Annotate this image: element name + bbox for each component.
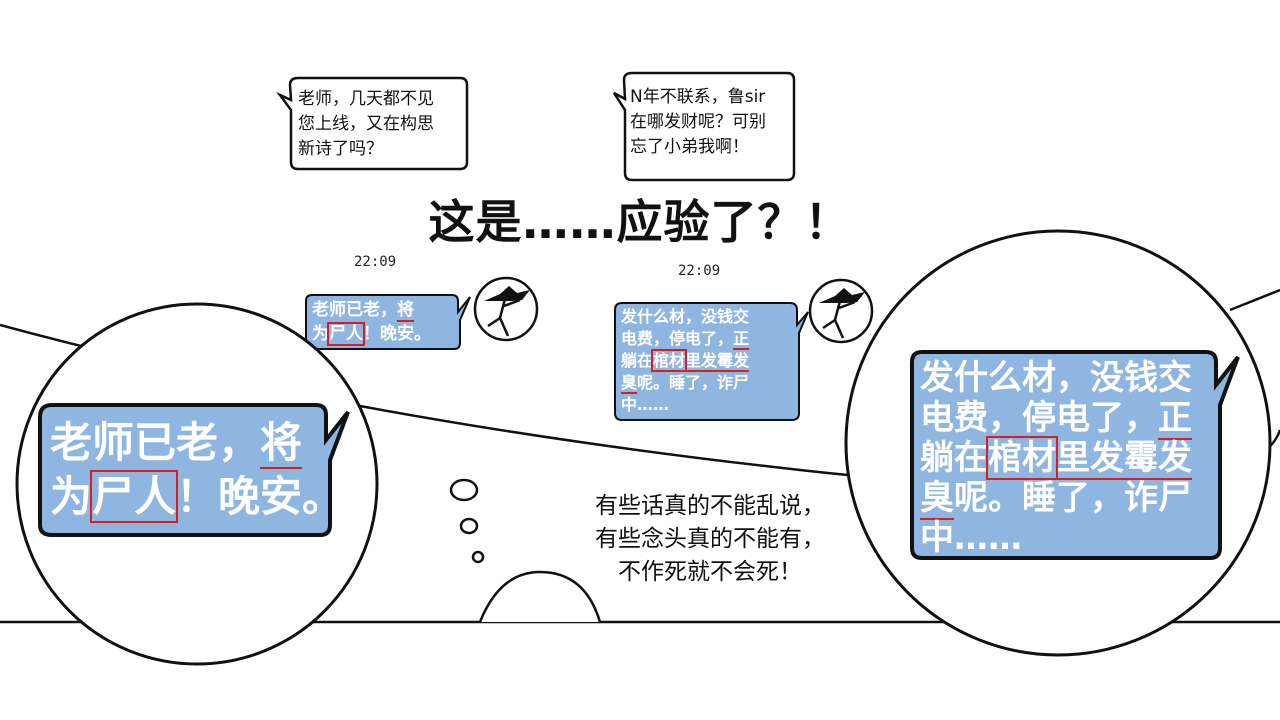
chat-text-right-large: 发什么材，没钱交电费，停电了，正躺在棺材里发霉发臭呢。睡了，诈尸中…… <box>920 358 1192 558</box>
text-segment: 呢。睡了，诈尸 <box>954 478 1192 518</box>
speech-text-right: N年不联系，鲁sir 在哪发财呢？可别 忘了小弟我啊！ <box>630 87 766 157</box>
floor-line-right <box>1229 288 1280 312</box>
chat-line: 老师已老，将 <box>50 416 344 470</box>
highlighted-segment: 将 <box>397 300 414 322</box>
chat-line: 发什么材，没钱交 <box>920 358 1192 398</box>
text-segment: 中…… <box>621 395 670 414</box>
timestamp-right: 22:09 <box>678 263 721 279</box>
speech-text-left: 老师，几天都不见 您上线，又在构思 新诗了吗？ <box>298 89 434 159</box>
chat-text-right-small: 发什么材，没钱交电费，停电了，正躺在棺材里发霉发臭呢。睡了，诈尸中…… <box>621 306 750 416</box>
chat-line: 电费，停电了，正 <box>621 328 750 350</box>
chat-line: 中…… <box>920 518 1192 558</box>
highlighted-segment: 正 <box>733 329 750 350</box>
chat-line: 臭呢。睡了，诈尸 <box>621 372 749 394</box>
moral-line-1: 有些话真的不能乱说， <box>595 493 825 519</box>
chat-bubble-left-small-shape <box>305 294 471 350</box>
chat-line: 中…… <box>621 394 749 416</box>
text-segment: 呢。睡了，诈尸 <box>637 373 750 392</box>
speech-bubble-left-shape <box>276 76 469 171</box>
text-segment: 为 <box>50 472 93 521</box>
highlighted-segment: 正 <box>1158 398 1192 440</box>
avatar-left-icon <box>473 276 539 342</box>
timestamp-left: 22:09 <box>354 254 397 270</box>
text-segment: 老师已老， <box>312 300 397 320</box>
text-segment: 电费，停电了， <box>920 398 1158 438</box>
text-segment: 为 <box>312 324 329 344</box>
chat-text-left-small: 老师已老，将为尸人！晚安。 <box>312 298 431 346</box>
highlighted-segment: 尸人 <box>327 322 365 346</box>
highlighted-segment: 尸人 <box>90 470 179 523</box>
chat-line: 电费，停电了，正 <box>920 398 1192 440</box>
text-segment: ！晚安。 <box>176 472 345 521</box>
moral-text: 有些话真的不能乱说， 有些念头真的不能有， 不作死就不会死！ <box>540 490 880 589</box>
text-segment: 老师已老， <box>50 418 261 467</box>
headline: 这是……应验了？！ <box>428 195 852 249</box>
highlighted-segment: 臭 <box>920 478 954 520</box>
chat-bubble-right-small-shape <box>614 302 809 421</box>
chat-line: 发什么材，没钱交 <box>621 306 749 328</box>
chat-line: 老师已老，将 <box>312 298 431 322</box>
chat-line: 臭呢。睡了，诈尸 <box>920 478 1192 520</box>
highlighted-segment: 里发霉发 <box>1056 438 1192 480</box>
highlighted-segment: 棺材 <box>986 436 1058 480</box>
chat-bubble-left-large-shape <box>38 403 350 537</box>
chat-line: 躺在棺材里发霉发 <box>920 436 1192 480</box>
chat-bubble-right-large-shape <box>910 350 1240 560</box>
text-segment: 发什么材，没钱交 <box>920 358 1192 398</box>
text-segment: ！晚安。 <box>363 324 431 344</box>
head-silhouette <box>478 570 602 623</box>
highlighted-segment: 里发霉发 <box>685 351 750 372</box>
thought-bubble-small <box>471 550 485 564</box>
chat-line: 躺在棺材里发霉发 <box>621 349 750 372</box>
text-segment: 躺在 <box>920 438 988 478</box>
text-segment: 发什么材，没钱交 <box>621 307 750 326</box>
avatar-right-icon <box>808 278 874 344</box>
chat-text-left-large: 老师已老，将为尸人！晚安。 <box>50 416 344 524</box>
moral-line-2: 有些念头真的不能有， <box>595 526 825 552</box>
thought-bubble-large <box>449 478 479 502</box>
chat-line: 为尸人！晚安。 <box>50 470 344 524</box>
chat-line: 为尸人！晚安。 <box>312 322 431 346</box>
moral-line-3: 不作死就不会死！ <box>618 559 802 585</box>
highlighted-segment: 棺材 <box>651 349 688 372</box>
text-segment: 电费，停电了， <box>621 329 734 348</box>
highlighted-segment: 将 <box>260 418 303 469</box>
text-segment: 中…… <box>920 518 1022 558</box>
thought-bubble-medium <box>459 517 479 535</box>
text-segment: 躺在 <box>621 351 654 370</box>
speech-bubble-right-shape <box>612 71 796 182</box>
highlighted-segment: 臭 <box>621 373 638 394</box>
